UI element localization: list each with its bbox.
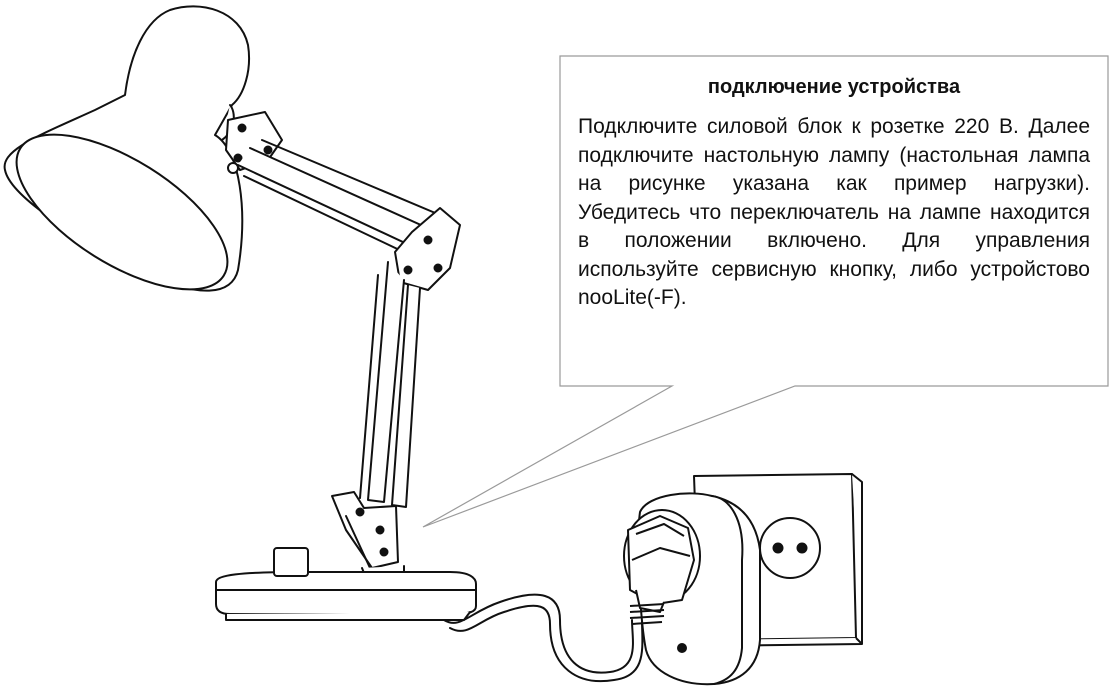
socket-outlet: [759, 517, 821, 579]
power-cord: [443, 593, 644, 683]
service-button: [677, 643, 687, 653]
lamp-shade: [3, 5, 250, 292]
lamp-base: [215, 547, 477, 621]
desk-lamp-illustration: [3, 5, 644, 683]
callout-title: подключение устройства: [707, 76, 961, 98]
callout-body: Подключите силовой блок к розетке 220 В.…: [578, 115, 1090, 309]
cable-strain-relief: [629, 603, 665, 625]
elbow-hinge: [394, 207, 461, 291]
lamp-plug: [627, 515, 695, 625]
lower-arm: [359, 261, 421, 508]
speech-bubble: [422, 55, 1109, 528]
lamp-switch: [273, 547, 309, 577]
instruction-callout: подключение устройства Подключите силово…: [578, 70, 1090, 313]
